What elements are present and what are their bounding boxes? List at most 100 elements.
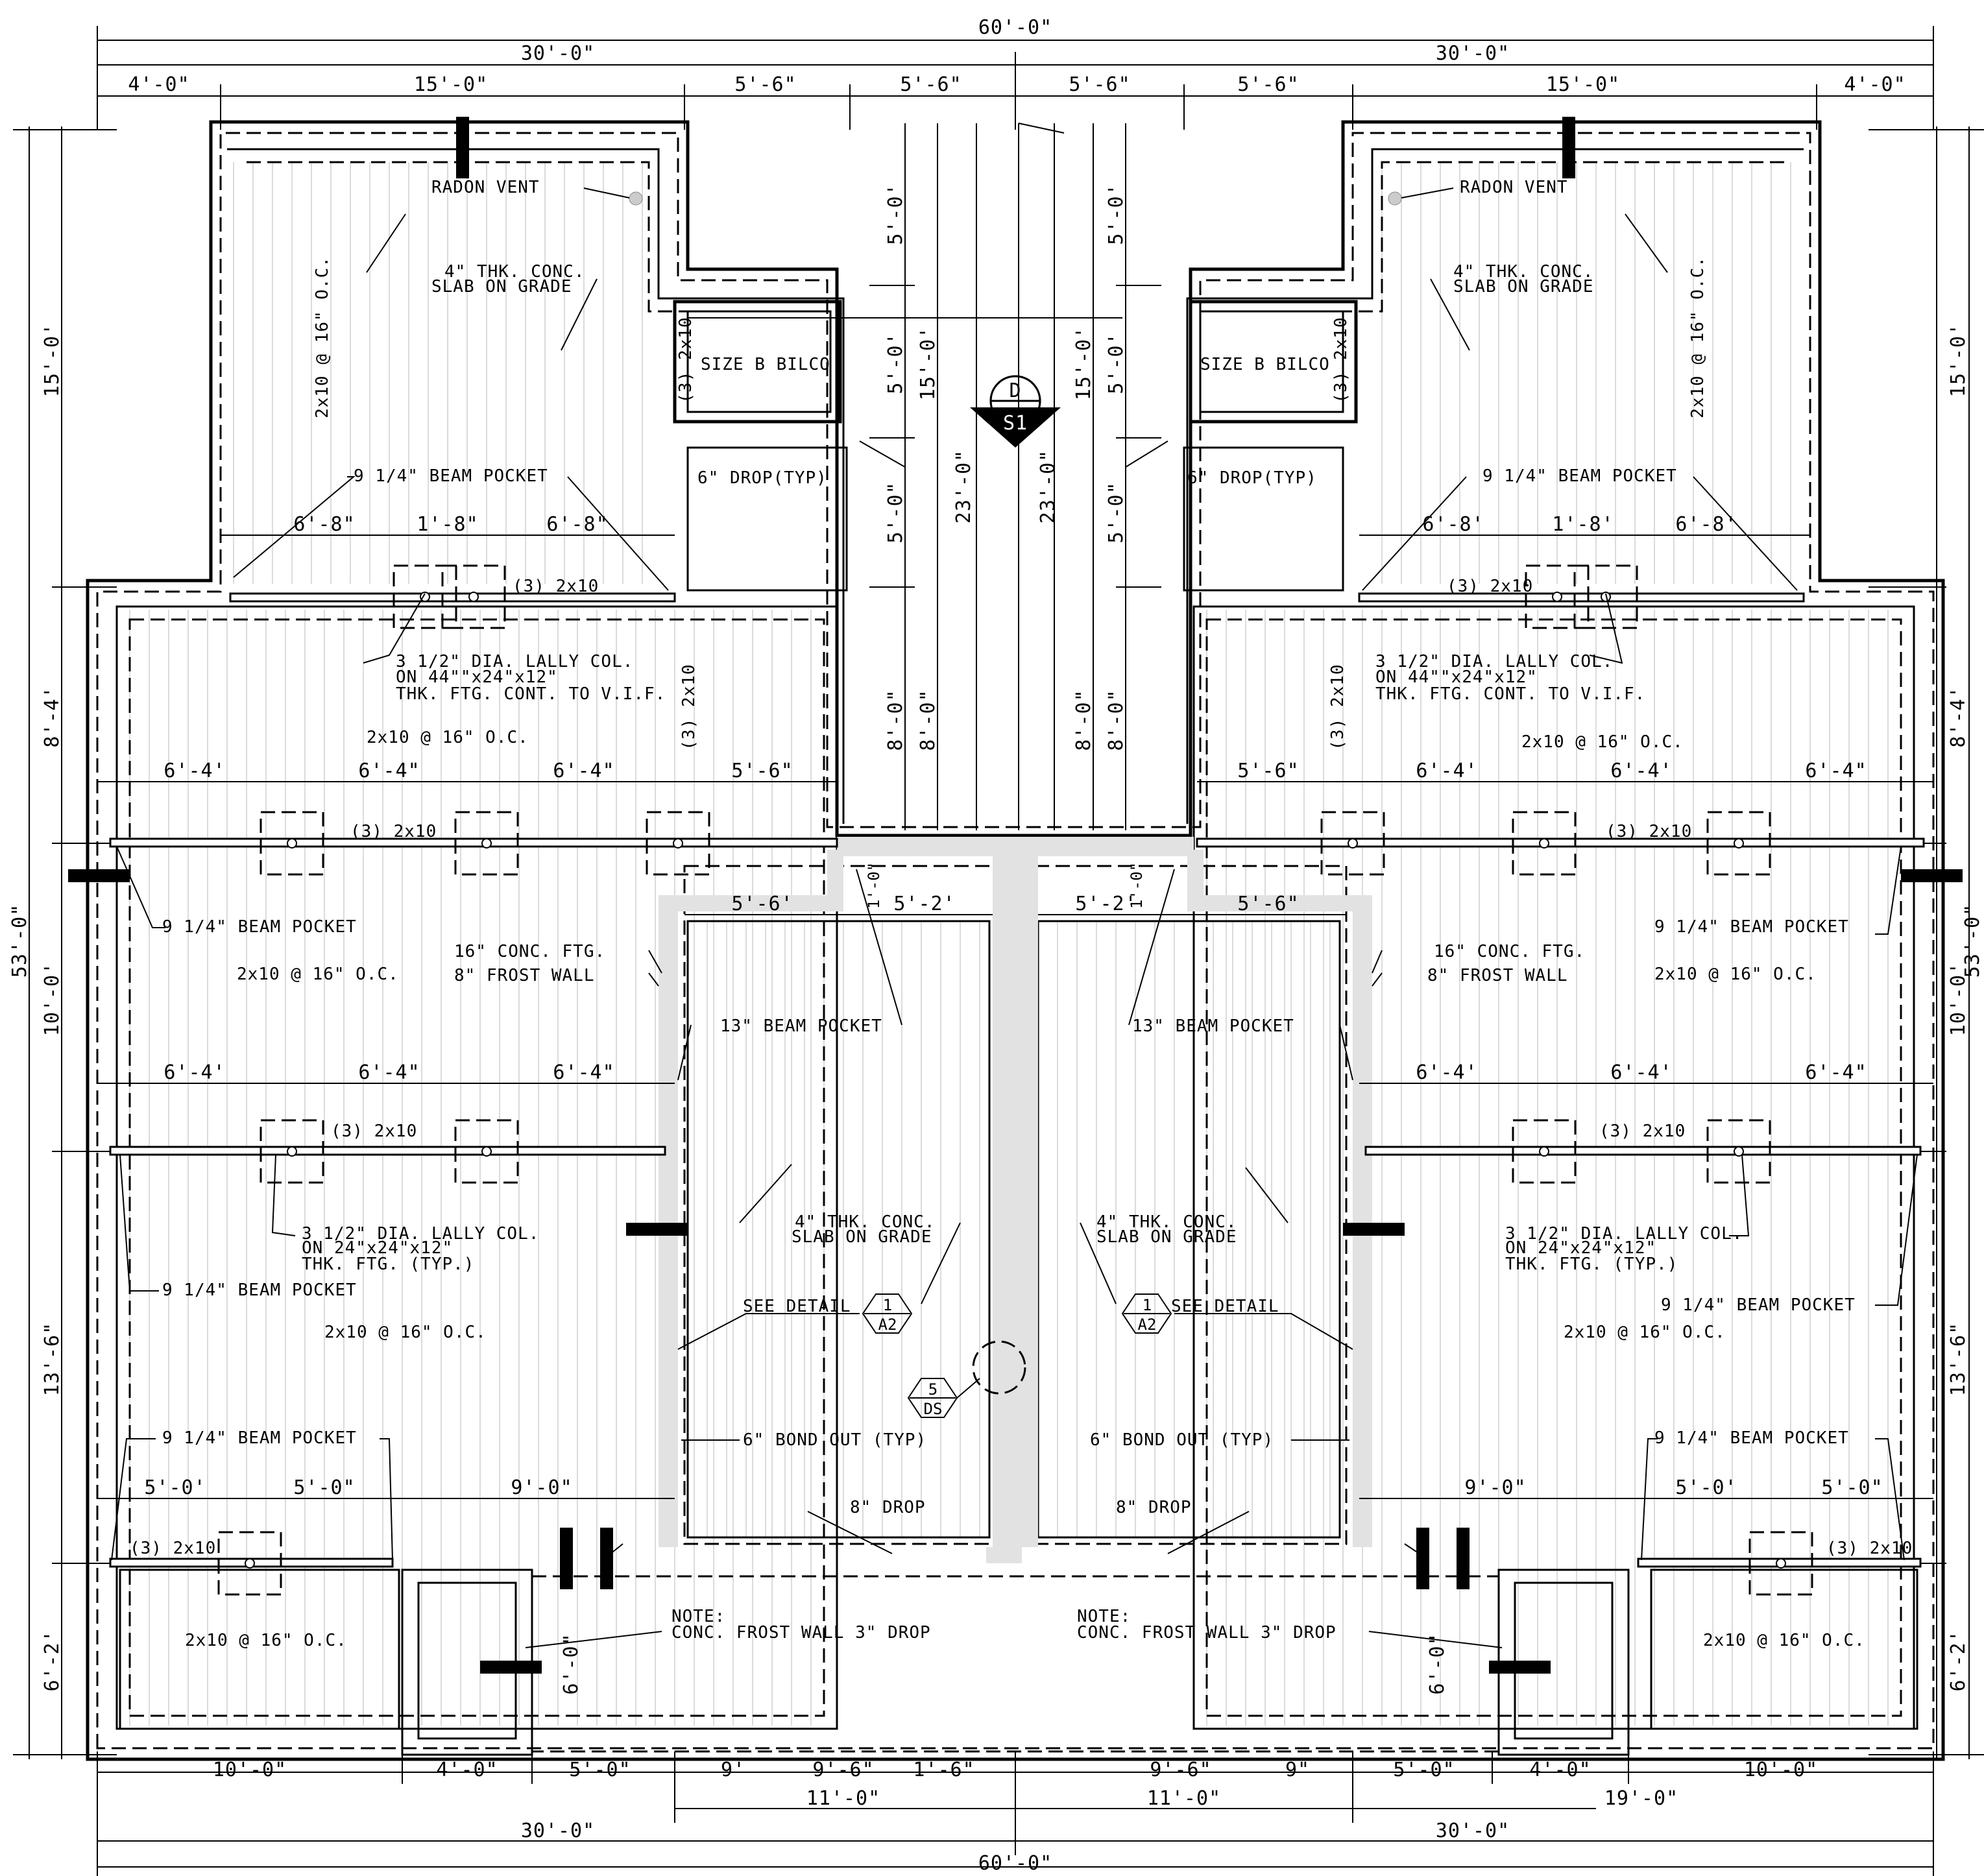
footing-pad: [646, 811, 710, 876]
lally-column-icon: [1539, 838, 1549, 848]
dim-int: 5'-0": [293, 1476, 355, 1499]
note-slab-l1: 4" THK. CONC.: [444, 262, 585, 282]
dim-center: 23'-0": [1037, 450, 1059, 523]
lally-column-icon: [1552, 592, 1562, 602]
dim-center: 15'-0': [917, 326, 939, 400]
footing-pads: [217, 564, 1813, 1596]
note-slab-l2: SLAB ON GRADE: [431, 277, 572, 296]
footing-pad: [1512, 1119, 1577, 1184]
dim-center: 8'-0": [917, 689, 939, 751]
footing-pad: [1748, 1531, 1813, 1596]
footing-pad: [1512, 811, 1577, 876]
dim-center: 23'-0": [952, 450, 975, 523]
note-joist: 2x10 @ 16" O.C.: [1703, 1631, 1865, 1650]
footing-pad: [1706, 811, 1771, 876]
note-see-detail-left: SEE DETAIL: [743, 1297, 851, 1316]
footing-pad: [393, 564, 457, 629]
lally-column-icon: [420, 592, 430, 602]
lally-column-icon: [468, 592, 479, 602]
note-lally-typ-l3: THK. FTG. (TYP.): [1505, 1255, 1678, 1274]
dim-bottom-seg: 5'-0": [569, 1759, 631, 1781]
lally-column-icon: [1734, 1146, 1744, 1157]
dim-right-seg: 8'-4': [1947, 686, 1970, 747]
dim-center: 8'-0": [1105, 689, 1128, 751]
note-conc-ftg: 16" CONC. FTG.: [1434, 942, 1585, 961]
note-3-2x10: (3) 2x10: [1606, 822, 1692, 841]
dim-top-half-right: 30'-0": [1436, 42, 1510, 65]
note-drop-left: 6" DROP(TYP): [697, 468, 827, 488]
lally-column-icon: [1776, 1558, 1786, 1569]
ds-tag-bottom: DS: [924, 1400, 943, 1418]
interior-dimension-strings: [97, 535, 1933, 1499]
note-joist: 2x10 @ 16" O.C.: [185, 1631, 347, 1650]
dim-top-seg: 4'-0": [1844, 73, 1905, 96]
dim-int: 1'-8": [417, 513, 478, 536]
note-slab-l2: SLAB ON GRADE: [1453, 277, 1594, 296]
dim-center: 5'-0': [1105, 183, 1128, 245]
dim-center: 5'-0': [1105, 332, 1128, 394]
dim-int: 9'-0": [511, 1476, 572, 1499]
note-bilco-left: SIZE B BILCO: [701, 355, 830, 374]
detail-tag-right-bottom: A2: [1138, 1316, 1157, 1334]
footing-pad: [217, 1531, 282, 1596]
note-beam-pocket: 9 1/4" BEAM POCKET: [162, 1281, 357, 1300]
footing-pad: [1525, 564, 1590, 629]
foundation-outline: [86, 120, 1945, 1761]
dim-bottom-seg: 4'-0": [1529, 1759, 1591, 1781]
dim-bottom-far-right: 19'-0": [1604, 1787, 1678, 1810]
note-slab-l2: SLAB ON GRADE: [1096, 1227, 1237, 1247]
note-lally-typ-l2: ON 24"x24"x12": [1505, 1238, 1656, 1258]
detail-tag-left-top: 1: [883, 1296, 892, 1314]
dim-int: 6'-4": [1805, 760, 1867, 782]
note-bilco-right: SIZE B BILCO: [1200, 355, 1330, 374]
note-3-2x10: (3) 2x10: [676, 317, 696, 403]
dim-int: 5'-6': [731, 893, 793, 915]
section-tag-bottom: S1: [1003, 412, 1028, 435]
dim-int: 9'-0": [1464, 1476, 1526, 1499]
note-joist: 2x10 @ 16" O.C.: [324, 1323, 487, 1342]
note-3-2x10: (3) 2x10: [1599, 1122, 1686, 1141]
text-layer: 60'-0" 30'-0" 30'-0" 4'-0" 15'-0" 5'-6" …: [8, 16, 1984, 1875]
dim-int-small: 1'-0": [865, 862, 883, 909]
detail-tag-ds: 5 DS: [907, 1340, 1026, 1418]
note-beam-pocket-13: 13" BEAM POCKET: [1132, 1016, 1294, 1036]
detail-tag-left-bottom: A2: [878, 1316, 897, 1334]
dim-center: 5'-0': [884, 183, 907, 245]
dim-int: 6'-4": [358, 760, 420, 782]
dim-top-seg: 5'-6": [1069, 73, 1130, 96]
dim-top-seg: 15'-0": [414, 73, 488, 96]
dim-int: 6'-8': [1422, 513, 1484, 536]
dim-int: 5'-0': [1675, 1476, 1737, 1499]
lally-column-icon: [1539, 1146, 1549, 1157]
note-drop8-left: 8" DROP: [850, 1498, 926, 1517]
lally-column-icon: [481, 838, 492, 848]
lally-column-icon: [287, 1146, 297, 1157]
lally-column-icon: [481, 1146, 492, 1157]
beam-pocket-bars: [68, 117, 1963, 1674]
footing-pad: [454, 811, 519, 876]
dim-top-half-left: 30'-0": [521, 42, 595, 65]
dim-int: 6'-4": [553, 760, 614, 782]
leader-lines: [111, 123, 1918, 1648]
dim-int: 5'-6": [731, 760, 793, 782]
note-lally-l2: ON 44""x24"x12": [396, 667, 558, 687]
lally-column-icon: [1601, 592, 1611, 602]
dim-bottom-seg: 10'-0": [213, 1759, 287, 1781]
dim-bottom-seg: 9'-6": [812, 1759, 874, 1781]
note-joist: 2x10 @ 16" O.C.: [237, 965, 399, 984]
note-lally-typ-l3: THK. FTG. (TYP.): [302, 1255, 474, 1274]
dim-center: 5'-0": [1105, 481, 1128, 543]
note-lally-typ-l2: ON 24"x24"x12": [302, 1238, 453, 1258]
note-radon-vent-left: RADON VENT: [431, 178, 540, 197]
footing-pad: [1320, 811, 1385, 876]
note-frost-wall: 8" FROST WALL: [454, 966, 595, 985]
dim-left-seg: 15'-0': [41, 323, 64, 397]
dim-int-small: 1'-0": [1128, 862, 1146, 909]
frost-wall: [659, 837, 1372, 1563]
note-beam-pocket-13: 13" BEAM POCKET: [720, 1016, 882, 1036]
dim-int: 6'-4': [163, 760, 225, 782]
dim-int: 1'-8': [1552, 513, 1614, 536]
note-lally-l3: THK. FTG. CONT. TO V.I.F.: [1375, 684, 1645, 704]
dim-int: 6'-4": [553, 1061, 614, 1084]
note-slab-l1: 4" THK. CONC.: [1453, 262, 1594, 282]
